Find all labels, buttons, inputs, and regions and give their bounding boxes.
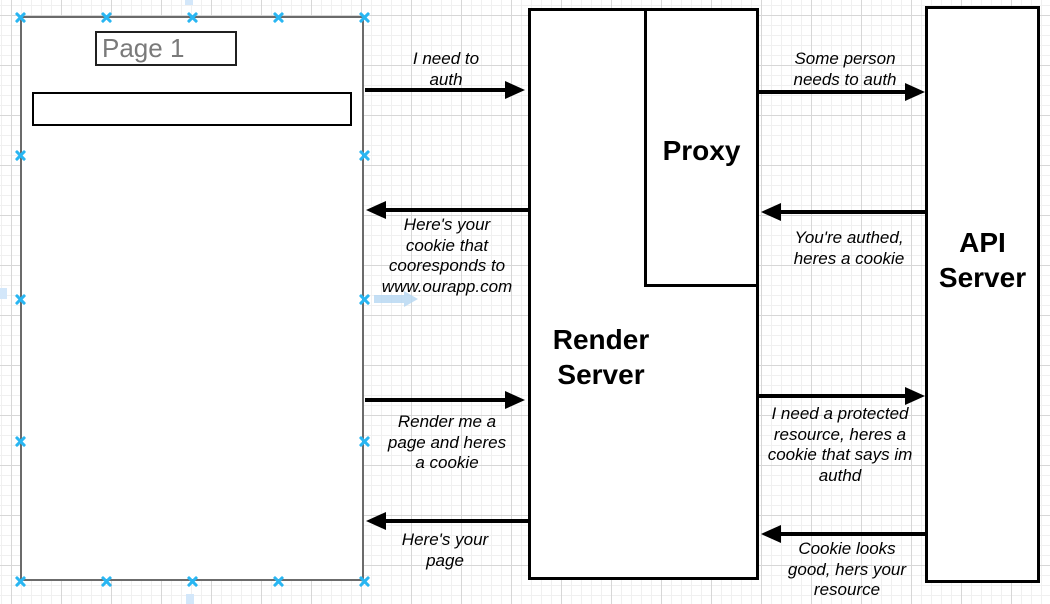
arrowhead-right-icon <box>905 83 925 101</box>
selection-handle[interactable] <box>359 294 370 305</box>
arrow-shaft <box>777 532 925 536</box>
arrow-shaft <box>759 90 909 94</box>
arrowhead-left-icon <box>366 201 386 219</box>
selection-handle[interactable] <box>187 12 198 23</box>
arrow-need-auth[interactable] <box>365 81 525 99</box>
edge-label-some-person-auth[interactable]: Some person needs to auth <box>793 49 897 89</box>
selection-handle[interactable] <box>15 436 26 447</box>
selection-handle[interactable] <box>15 150 26 161</box>
arrow-shaft <box>382 519 528 523</box>
address-bar-shape[interactable] <box>32 92 352 126</box>
edge-label-heres-page[interactable]: Here's your page <box>401 530 489 570</box>
edge-label-cookie-corresponds[interactable]: Here's your cookie that cooresponds to w… <box>381 215 513 296</box>
arrow-cookie-looks-good[interactable] <box>761 525 925 543</box>
directional-hint-arrow-icon[interactable] <box>374 291 418 307</box>
arrow-shaft <box>777 210 925 214</box>
arrowhead-right-icon <box>905 387 925 405</box>
page-tab-shape[interactable]: Page 1 <box>95 31 237 66</box>
edge-label-need-protected[interactable]: I need a protected resource, heres a coo… <box>767 404 913 485</box>
selection-handle[interactable] <box>101 576 112 587</box>
scroll-hint-bottom <box>186 594 194 604</box>
edge-label-need-auth[interactable]: I need to auth <box>412 49 480 89</box>
page-tab-label: Page 1 <box>102 33 185 63</box>
api-server-shape[interactable] <box>925 6 1040 583</box>
scroll-hint-left <box>0 288 7 299</box>
selection-handle[interactable] <box>273 576 284 587</box>
edge-label-cookie-looks-good[interactable]: Cookie looks good, hers your resource <box>787 539 907 599</box>
edge-label-youre-authed[interactable]: You're authed, heres a cookie <box>793 228 905 268</box>
arrowhead-right-icon <box>505 391 525 409</box>
hint-arrow-shaft <box>374 295 404 303</box>
arrow-shaft <box>382 208 528 212</box>
proxy-label: Proxy <box>662 135 741 166</box>
selection-handle[interactable] <box>15 576 26 587</box>
arrow-youre-authed[interactable] <box>761 203 925 221</box>
arrow-some-person-auth[interactable] <box>759 83 925 101</box>
scroll-hint-top <box>185 0 193 5</box>
arrowhead-right-icon <box>505 81 525 99</box>
proxy-shape[interactable] <box>644 8 759 287</box>
arrowhead-left-icon <box>761 203 781 221</box>
arrow-render-me[interactable] <box>365 391 525 409</box>
arrow-heres-page[interactable] <box>366 512 528 530</box>
arrow-need-protected[interactable] <box>759 387 925 405</box>
selection-handle[interactable] <box>359 576 370 587</box>
browser-page-shape[interactable]: Page 1 <box>20 16 364 581</box>
selection-handle[interactable] <box>15 12 26 23</box>
arrow-shaft <box>759 394 909 398</box>
arrowhead-left-icon <box>366 512 386 530</box>
render-server-label: Render Server <box>552 324 650 390</box>
selection-handle[interactable] <box>101 12 112 23</box>
selection-handle[interactable] <box>15 294 26 305</box>
selection-handle[interactable] <box>359 150 370 161</box>
selection-handle[interactable] <box>273 12 284 23</box>
selection-handle[interactable] <box>359 12 370 23</box>
edge-label-render-me[interactable]: Render me a page and heres a cookie <box>387 412 507 472</box>
api-server-label: API Server <box>938 227 1027 293</box>
arrow-cookie-corresponds[interactable] <box>366 201 528 219</box>
arrow-shaft <box>365 88 509 92</box>
selection-handle[interactable] <box>187 576 198 587</box>
arrowhead-left-icon <box>761 525 781 543</box>
arrow-shaft <box>365 398 509 402</box>
selection-handle[interactable] <box>359 436 370 447</box>
hint-arrowhead-icon <box>404 291 418 307</box>
